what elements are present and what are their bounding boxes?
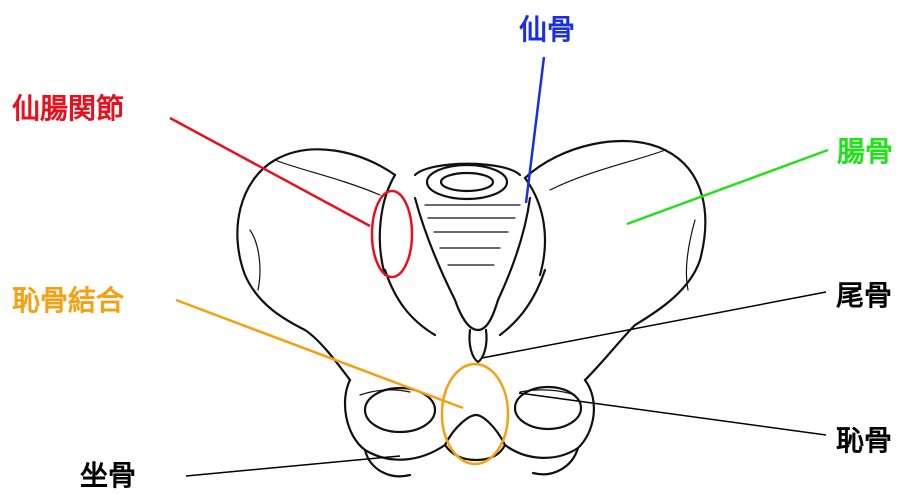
label-coccyx: 尾骨 [836, 280, 892, 312]
label-ischium: 坐骨 [80, 460, 136, 492]
ilium-leader-line [627, 150, 828, 224]
label-sacroiliac-joint: 仙腸関節 [12, 93, 124, 125]
label-pubic-symphysis: 恥骨結合 [12, 285, 124, 317]
label-ilium: 腸骨 [837, 136, 893, 168]
sacroiliac-joint-marker [372, 191, 412, 277]
pubis-leader-line [519, 393, 826, 435]
ischium-leader-line [186, 456, 400, 476]
pubic-symphysis-leader-line [176, 300, 463, 408]
coccyx-leader-line [482, 292, 826, 358]
sacroiliac-joint-leader-line [170, 118, 370, 226]
label-pubis: 恥骨 [836, 425, 892, 457]
label-sacrum: 仙骨 [519, 14, 575, 46]
sacrum-leader-line [526, 57, 544, 203]
